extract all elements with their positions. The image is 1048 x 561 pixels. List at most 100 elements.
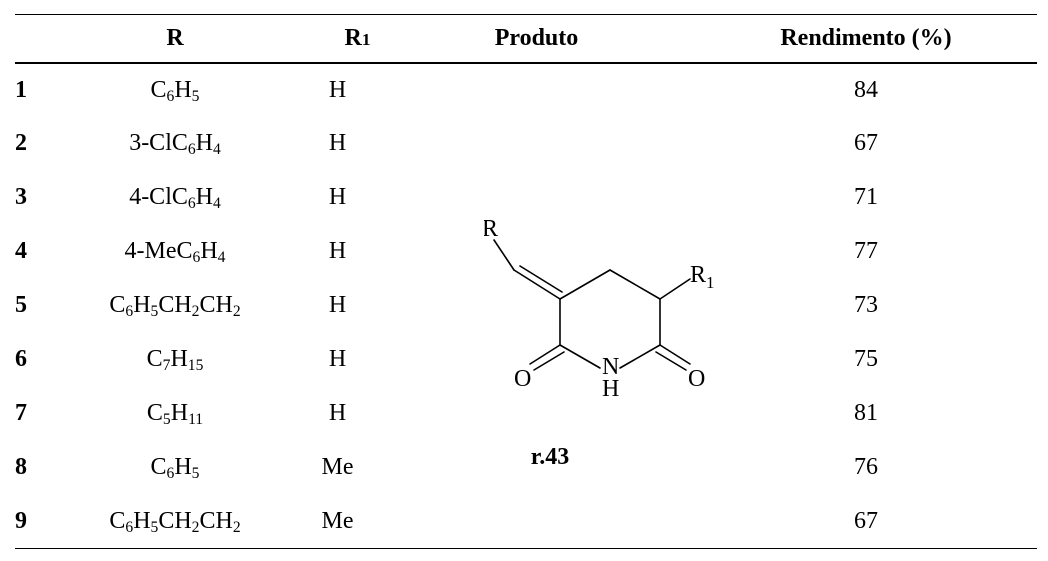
- bond-c3-c4: [559, 269, 611, 300]
- substituent-r1: H: [285, 333, 450, 387]
- bond-c2-o-outer: [529, 344, 561, 365]
- yield-value: 81: [854, 400, 878, 426]
- formula-subscript: 6: [125, 302, 134, 320]
- formula-text: CH: [158, 507, 192, 534]
- product-cell: [450, 495, 695, 549]
- entry-number: 3: [15, 184, 27, 210]
- substituent-r1: H: [285, 63, 450, 117]
- substituent-r1: H: [285, 387, 450, 441]
- yield-value: 71: [854, 184, 878, 210]
- formula-subscript: 6: [187, 140, 196, 158]
- yield-value: 67: [854, 507, 878, 534]
- formula-subscript: 6: [166, 464, 175, 482]
- substituent-r: C6H5: [65, 63, 285, 117]
- formula-subscript: 7: [162, 356, 171, 374]
- header-r1-subscript: 1: [361, 29, 371, 49]
- formula-text: H: [170, 400, 189, 426]
- atom-o-right: O: [688, 366, 705, 392]
- formula-text: CH: [199, 507, 233, 534]
- formula-text: C: [146, 346, 163, 372]
- atom-r1-subscript: 1: [706, 273, 715, 292]
- bond-c2-o-inner: [533, 351, 565, 371]
- formula-text: 3-ClC: [129, 130, 188, 156]
- substituent-r: C6H5CH2CH2: [65, 279, 285, 333]
- atom-r1-letter: R: [690, 262, 706, 288]
- substituent-r1-text: H: [328, 184, 347, 210]
- header-produto-text: Produto: [494, 24, 579, 51]
- substituent-r1: Me: [285, 441, 450, 495]
- bond-vinyl-c3-inner: [519, 265, 563, 293]
- formula-text: H: [195, 130, 214, 156]
- entry-number: 4: [15, 238, 27, 264]
- bond-vinyl-c3-outer: [513, 269, 561, 300]
- formula-text: 4-ClC: [129, 184, 188, 210]
- formula-text: H: [174, 76, 192, 103]
- header-index: [15, 15, 65, 63]
- substituent-r1-text: H: [328, 400, 347, 426]
- yield-value: 84: [854, 76, 878, 103]
- substituent-r1: H: [285, 279, 450, 333]
- substituent-r1-text: H: [328, 238, 347, 264]
- substituent-r1-text: H: [328, 130, 347, 156]
- formula-text: H: [170, 346, 188, 372]
- header-r: R: [166, 24, 184, 51]
- atom-o-left: O: [514, 366, 531, 392]
- formula-subscript: 2: [232, 518, 241, 536]
- atom-h: H: [602, 376, 619, 402]
- substituent-r: C6H5CH2CH2: [65, 495, 285, 549]
- compound-label: r.43: [530, 444, 570, 470]
- formula-subscript: 2: [232, 302, 241, 320]
- entry-number: 9: [15, 507, 27, 534]
- entry-number: 1: [15, 76, 27, 103]
- formula-text: H: [195, 184, 214, 210]
- formula-subscript: 11: [188, 410, 204, 428]
- header-r1-letter: R: [344, 24, 362, 51]
- substituent-r: 3-ClC6H4: [65, 117, 285, 171]
- entry-number: 6: [15, 346, 27, 372]
- entry-number: 8: [15, 454, 27, 480]
- header-row: R R1 Produto Rendimento (%): [15, 15, 1037, 63]
- entry-number: 7: [15, 400, 27, 426]
- formula-subscript: 6: [192, 248, 201, 266]
- formula-subscript: 5: [150, 518, 159, 536]
- header-produto: Produto: [450, 15, 695, 63]
- product-cell: [450, 63, 695, 117]
- formula-subscript: 5: [191, 87, 200, 105]
- formula-text: H: [133, 292, 151, 318]
- header-r1: R1: [285, 15, 450, 63]
- formula-text: H: [200, 238, 218, 264]
- substituent-r1: H: [285, 225, 450, 279]
- atom-r: R: [484, 216, 498, 242]
- substituent-r: 4-MeC6H4: [65, 225, 285, 279]
- formula-subscript: 15: [187, 356, 204, 374]
- header-rendimento: Rendimento (%): [780, 24, 952, 51]
- formula-subscript: 4: [213, 140, 221, 158]
- substituent-r1-text: H: [328, 76, 347, 103]
- substituent-r: C6H5: [65, 441, 285, 495]
- formula-text: C: [146, 400, 163, 426]
- bond-r-to-vinyl: [493, 239, 515, 271]
- atom-n: N: [602, 354, 619, 380]
- yield-value: 67: [854, 130, 878, 156]
- substituent-r1: H: [285, 171, 450, 225]
- bond-n-c2: [559, 344, 601, 369]
- bond-c4-c5: [609, 269, 661, 300]
- substituent-r1-text: H: [328, 346, 347, 372]
- yield-value: 77: [854, 238, 878, 264]
- yield-value: 75: [854, 346, 878, 372]
- substituent-r1-text: Me: [321, 454, 354, 480]
- formula-text: C: [150, 76, 167, 103]
- formula-subscript: 4: [217, 248, 226, 266]
- product-structure-diagram: R R1 O O N H: [484, 216, 715, 402]
- formula-subscript: 6: [187, 194, 196, 212]
